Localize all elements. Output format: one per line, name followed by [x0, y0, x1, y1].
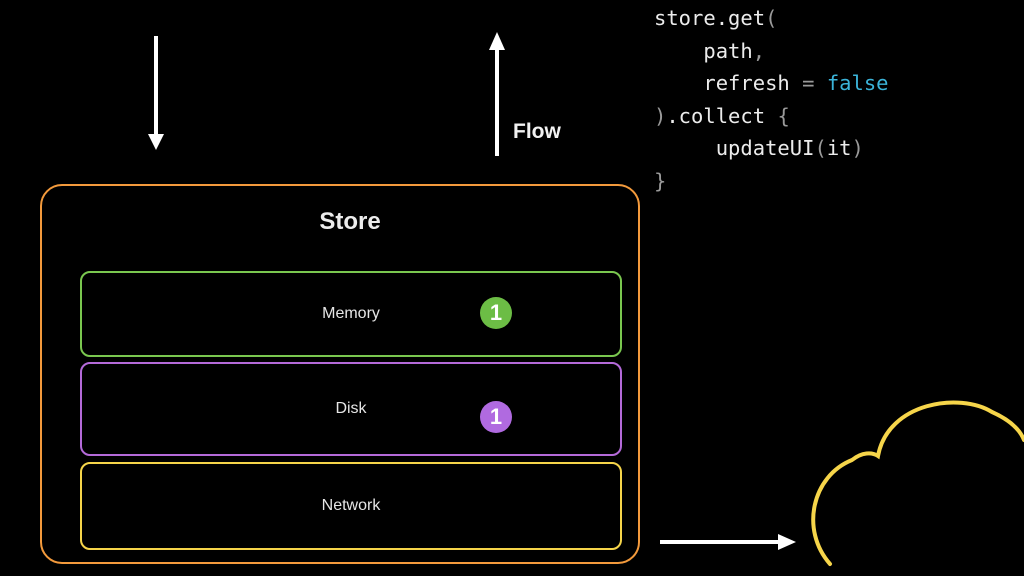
- code-token: path: [703, 38, 753, 63]
- code-token: }: [654, 168, 667, 193]
- code-token: {: [777, 103, 790, 128]
- disk-count-badge: 1: [480, 401, 512, 433]
- store-container: [40, 184, 640, 564]
- code-token: refresh: [703, 71, 790, 95]
- up-arrow-icon: [489, 32, 505, 156]
- store-title: Store: [319, 208, 381, 235]
- memory-count-badge: 1: [480, 297, 512, 329]
- network-layer: [80, 462, 622, 550]
- code-keyword: false: [826, 71, 889, 95]
- code-token: =: [802, 71, 815, 95]
- flow-label: Flow: [513, 120, 561, 143]
- down-arrow-icon: [148, 36, 164, 150]
- code-token: (: [814, 136, 827, 160]
- memory-layer: [80, 271, 622, 357]
- code-snippet: store.get( path, refresh = false ).colle…: [654, 2, 889, 197]
- right-arrow-icon: [660, 534, 796, 550]
- cloud-icon: [811, 400, 1024, 566]
- code-token: .collect: [666, 103, 778, 128]
- disk-layer: [80, 362, 622, 456]
- disk-label: Disk: [335, 400, 367, 417]
- code-token: (: [765, 6, 778, 30]
- code-token: ): [851, 136, 864, 160]
- code-token: ,: [752, 38, 766, 63]
- code-token: updateUI: [715, 136, 815, 160]
- network-label: Network: [321, 497, 381, 514]
- memory-label: Memory: [322, 305, 380, 322]
- code-token: ): [654, 103, 667, 128]
- code-token: it: [826, 136, 852, 160]
- code-token: store.get: [654, 6, 766, 30]
